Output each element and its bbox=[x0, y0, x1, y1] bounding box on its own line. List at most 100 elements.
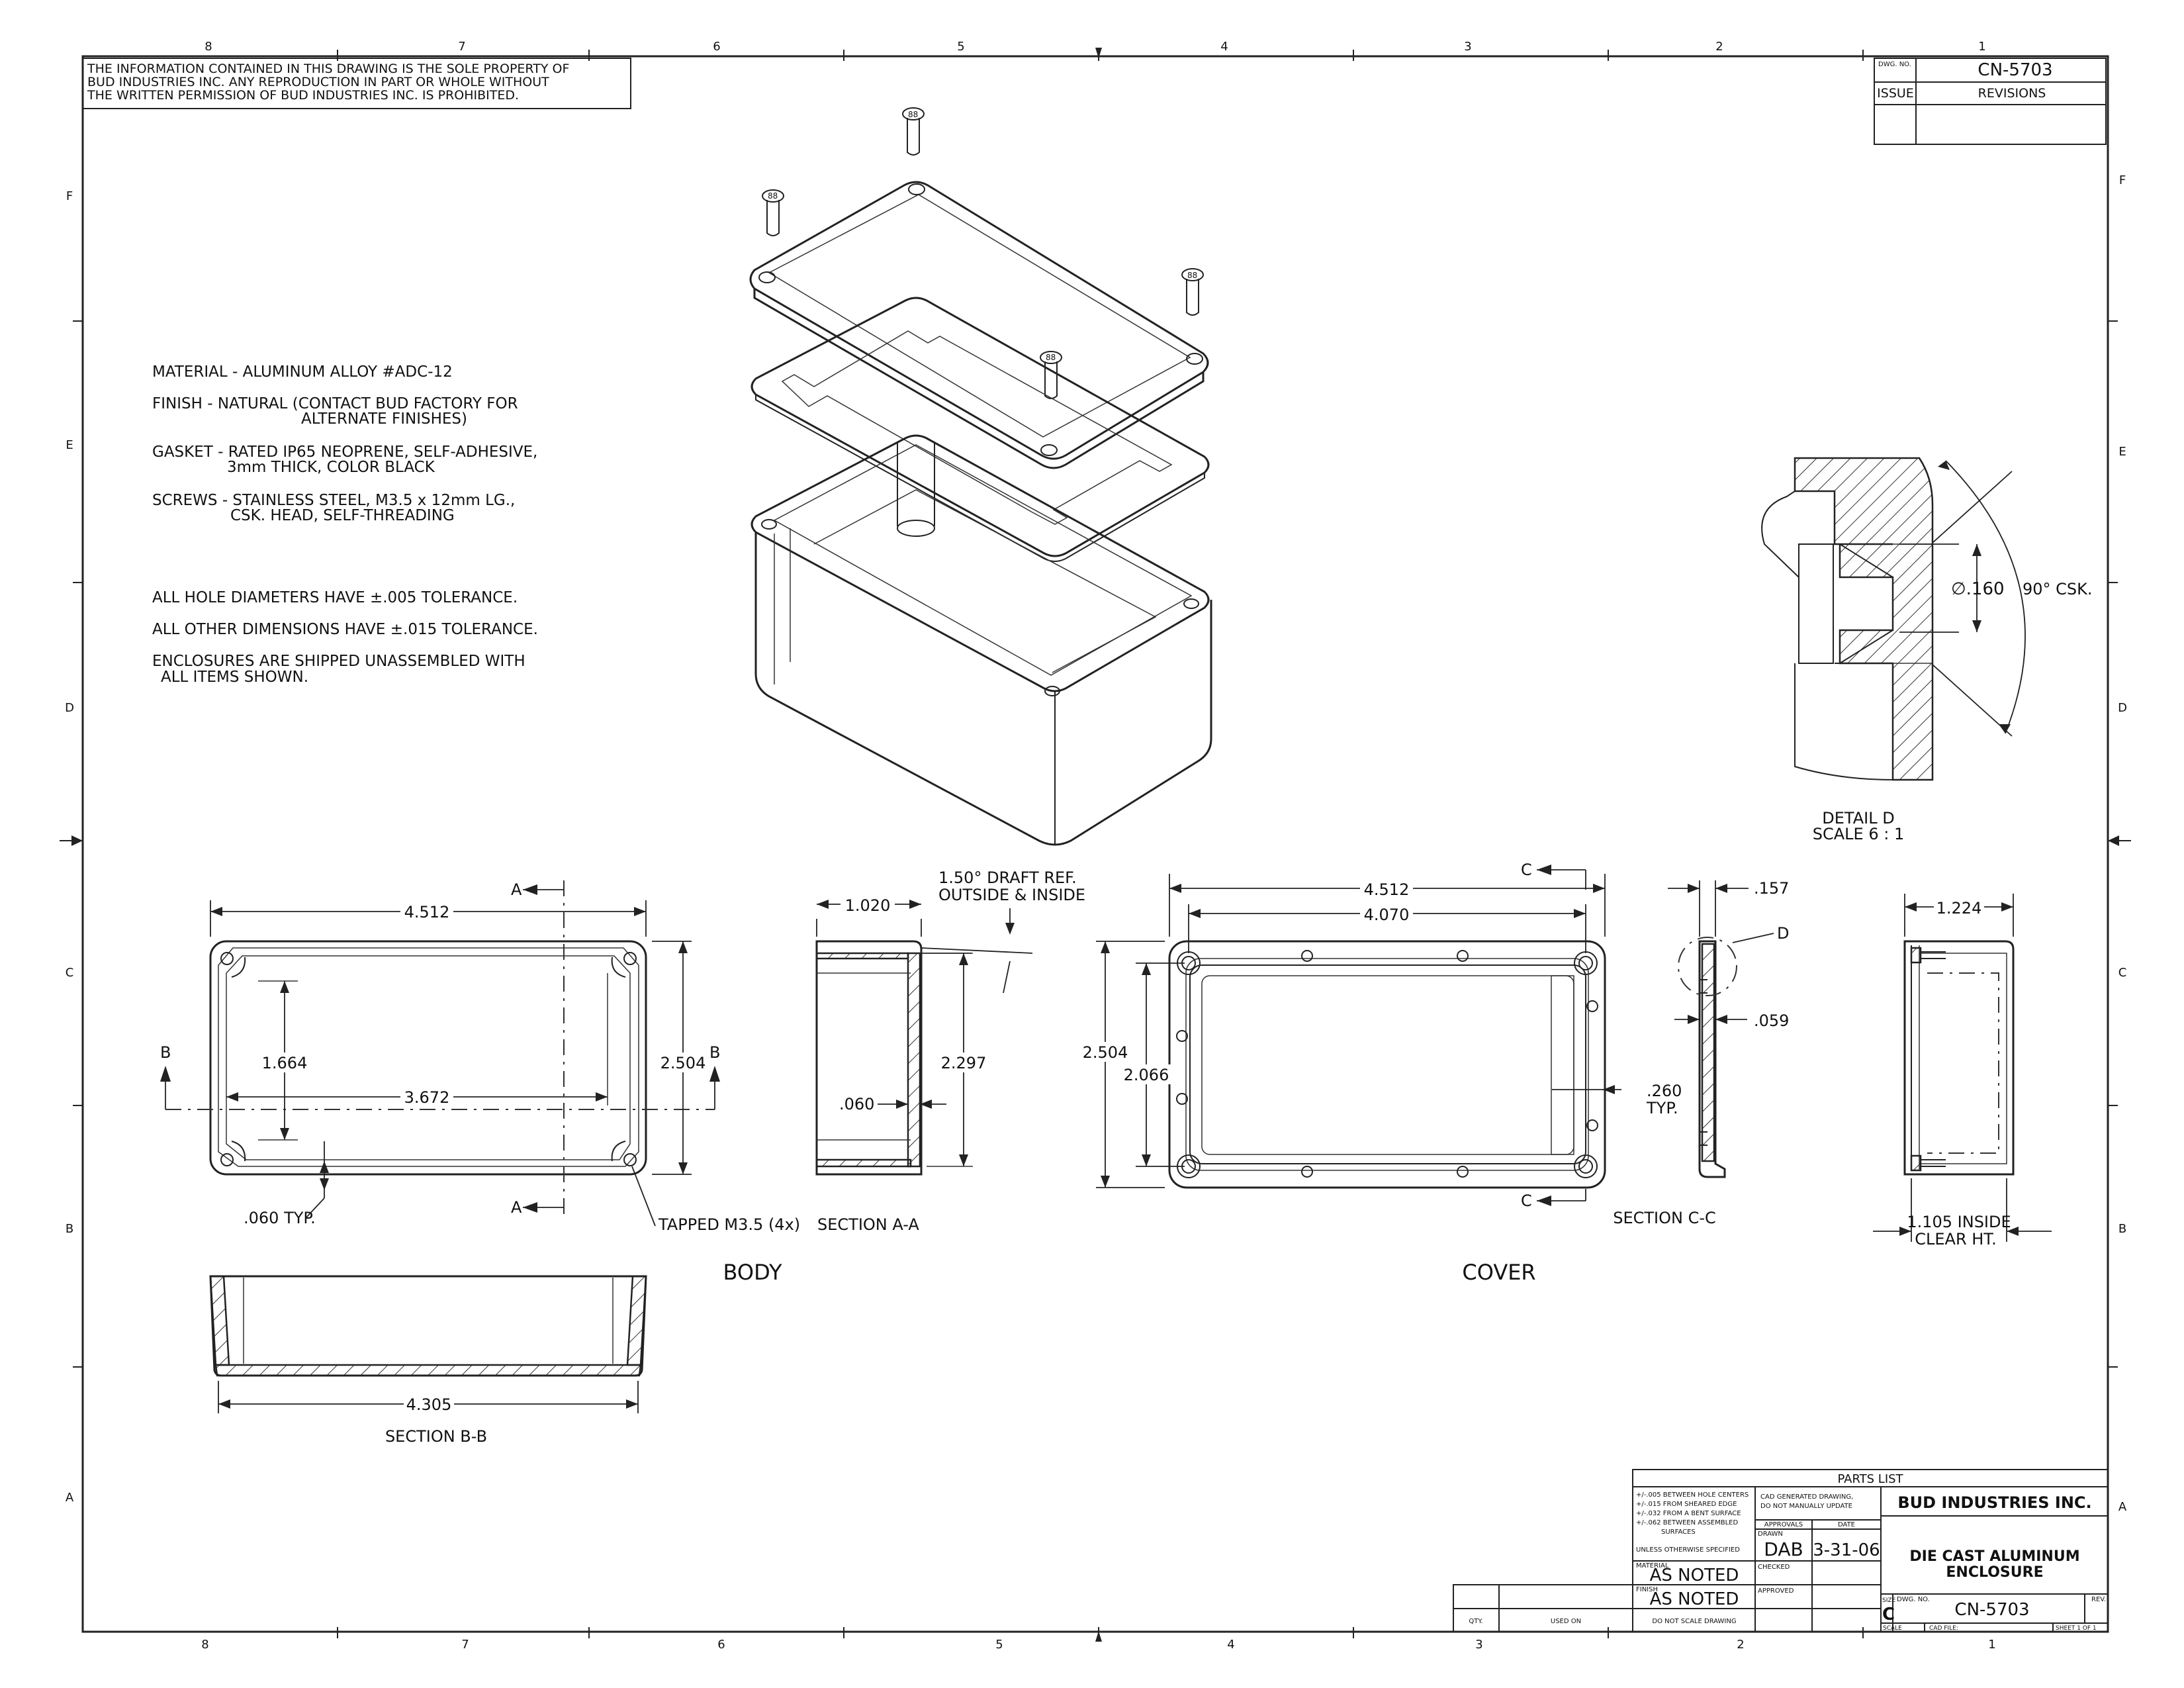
svg-text:F: F bbox=[2119, 173, 2126, 187]
svg-text:8: 8 bbox=[201, 1638, 208, 1652]
svg-text:1: 1 bbox=[1978, 40, 1985, 54]
svg-text:PARTS LIST: PARTS LIST bbox=[1837, 1472, 1903, 1486]
svg-text:DRAWN: DRAWN bbox=[1758, 1530, 1783, 1538]
screw: 88 bbox=[762, 189, 784, 236]
svg-text:3-31-06: 3-31-06 bbox=[1813, 1540, 1880, 1560]
svg-text:SIZE: SIZE bbox=[1882, 1597, 1896, 1604]
svg-text:2: 2 bbox=[1737, 1638, 1744, 1652]
svg-text:88: 88 bbox=[1046, 353, 1056, 362]
svg-text:CLEAR HT.: CLEAR HT. bbox=[1915, 1230, 1997, 1248]
revision-dwg-number: CN-5703 bbox=[1978, 60, 2052, 80]
svg-text:QTY.: QTY. bbox=[1469, 1618, 1482, 1625]
svg-text:∅.160: ∅.160 bbox=[1951, 579, 2005, 599]
svg-text:1.224: 1.224 bbox=[1936, 899, 1982, 917]
svg-text:MATERIAL: MATERIAL bbox=[1636, 1562, 1669, 1570]
svg-text:B: B bbox=[160, 1043, 171, 1062]
cover-plan-view: 4.512 4.070 2.504 2.066 .260 TYP. C C CO… bbox=[1083, 861, 1682, 1285]
svg-text:DWG. NO.: DWG. NO. bbox=[1897, 1596, 1930, 1603]
svg-text:2.297: 2.297 bbox=[941, 1054, 987, 1072]
svg-text:B: B bbox=[2118, 1222, 2126, 1236]
svg-text:SHEET 1 OF 1: SHEET 1 OF 1 bbox=[2056, 1625, 2097, 1632]
svg-text:2.504: 2.504 bbox=[660, 1054, 706, 1072]
svg-text:4.305: 4.305 bbox=[406, 1395, 452, 1414]
svg-text:+/-.062 BETWEEN ASSEMBLED: +/-.062 BETWEEN ASSEMBLED bbox=[1636, 1519, 1739, 1526]
svg-text:1.020: 1.020 bbox=[845, 896, 891, 915]
svg-text:TYP.: TYP. bbox=[1646, 1099, 1678, 1117]
svg-text:5: 5 bbox=[957, 40, 964, 54]
svg-text:A: A bbox=[66, 1491, 74, 1505]
svg-text:A: A bbox=[511, 880, 522, 899]
sheet-border bbox=[81, 55, 2109, 1633]
svg-text:SCALE 6 : 1: SCALE 6 : 1 bbox=[1813, 825, 1904, 843]
section-b-b-view: 4.305 SECTION B-B bbox=[209, 1275, 647, 1446]
svg-text:88: 88 bbox=[768, 191, 778, 201]
svg-text:4: 4 bbox=[1227, 1638, 1234, 1652]
screw: 88 bbox=[1040, 351, 1062, 399]
svg-text:C: C bbox=[1521, 1192, 1532, 1210]
svg-text:88: 88 bbox=[908, 110, 918, 119]
svg-text:CHECKED: CHECKED bbox=[1758, 1564, 1790, 1571]
screw: 88 bbox=[902, 107, 925, 156]
svg-text:CAD GENERATED DRAWING,: CAD GENERATED DRAWING, bbox=[1760, 1493, 1853, 1501]
svg-text:.157: .157 bbox=[1754, 879, 1789, 898]
svg-text:2: 2 bbox=[1715, 40, 1723, 54]
svg-text:1: 1 bbox=[1988, 1638, 1995, 1652]
svg-text:FINISH - NATURAL (CONTACT BUD: FINISH - NATURAL (CONTACT BUD FACTORY FO… bbox=[152, 395, 518, 412]
svg-text:3: 3 bbox=[1464, 40, 1471, 54]
svg-text:AS NOTED: AS NOTED bbox=[1650, 1566, 1739, 1585]
svg-text:ALL OTHER DIMENSIONS HAVE ±.01: ALL OTHER DIMENSIONS HAVE ±.015 TOLERANC… bbox=[152, 621, 538, 638]
svg-text:SECTION C-C: SECTION C-C bbox=[1613, 1209, 1716, 1227]
general-notes: MATERIAL - ALUMINUM ALLOY #ADC-12 FINISH… bbox=[152, 363, 538, 686]
svg-text:8: 8 bbox=[205, 40, 212, 54]
svg-text:GASKET - RATED IP65 NEOPRENE,: GASKET - RATED IP65 NEOPRENE, SELF-ADHES… bbox=[152, 444, 537, 461]
svg-text:C: C bbox=[1521, 861, 1532, 879]
svg-text:7: 7 bbox=[458, 40, 465, 54]
svg-text:DETAIL D: DETAIL D bbox=[1822, 809, 1894, 827]
isometric-exploded-view: 88 88 88 88 bbox=[749, 107, 1212, 846]
svg-text:+/-.015 FROM SHEARED EDGE: +/-.015 FROM SHEARED EDGE bbox=[1636, 1501, 1737, 1508]
svg-text:A: A bbox=[2118, 1500, 2127, 1514]
detail-d-view: ∅.160 90° CSK. DETAIL D SCALE 6 : 1 bbox=[1761, 457, 2093, 843]
svg-text:90° CSK.: 90° CSK. bbox=[2023, 580, 2093, 598]
svg-text:ENCLOSURE: ENCLOSURE bbox=[1946, 1564, 2043, 1581]
svg-text:AS NOTED: AS NOTED bbox=[1650, 1589, 1739, 1609]
svg-text:.260: .260 bbox=[1647, 1082, 1682, 1100]
svg-text:REVISIONS: REVISIONS bbox=[1978, 86, 2046, 101]
svg-text:4.070: 4.070 bbox=[1364, 906, 1410, 924]
svg-text:88: 88 bbox=[1187, 271, 1197, 280]
svg-text:.060 TYP.: .060 TYP. bbox=[244, 1209, 316, 1227]
svg-text:SURFACES: SURFACES bbox=[1661, 1528, 1696, 1536]
svg-text:ISSUE: ISSUE bbox=[1877, 86, 1914, 101]
revision-block: DWG. NO. CN-5703 ISSUE REVISIONS bbox=[1874, 58, 2107, 145]
svg-text:B: B bbox=[66, 1222, 73, 1236]
svg-text:1.664: 1.664 bbox=[262, 1054, 308, 1072]
svg-text:7: 7 bbox=[461, 1638, 469, 1652]
svg-text:.060: .060 bbox=[839, 1095, 874, 1113]
svg-text:OUTSIDE & INSIDE: OUTSIDE & INSIDE bbox=[938, 886, 1085, 904]
company-name: BUD INDUSTRIES INC. bbox=[1897, 1493, 2091, 1512]
svg-text:4: 4 bbox=[1220, 40, 1228, 54]
svg-text:C: C bbox=[1882, 1605, 1895, 1624]
svg-text:THE INFORMATION CONTAINED IN T: THE INFORMATION CONTAINED IN THIS DRAWIN… bbox=[87, 62, 569, 76]
svg-text:DIE CAST ALUMINUM: DIE CAST ALUMINUM bbox=[1909, 1548, 2079, 1565]
svg-text:6: 6 bbox=[713, 40, 720, 54]
section-a-a-view: 1.020 1.50° DRAFT REF. OUTSIDE & INSIDE … bbox=[815, 868, 1085, 1234]
svg-text:DO NOT SCALE DRAWING: DO NOT SCALE DRAWING bbox=[1652, 1618, 1736, 1625]
svg-text:D: D bbox=[65, 701, 74, 715]
svg-text:5: 5 bbox=[995, 1638, 1003, 1652]
body-label: BODY bbox=[723, 1260, 782, 1285]
side-view: 1.224 1.105 INSIDE CLEAR HT. bbox=[1873, 894, 2052, 1248]
svg-text:REV.: REV. bbox=[2091, 1596, 2106, 1603]
svg-text:ALTERNATE FINISHES): ALTERNATE FINISHES) bbox=[301, 410, 467, 428]
svg-text:D: D bbox=[1777, 924, 1789, 943]
svg-text:.059: .059 bbox=[1754, 1011, 1789, 1030]
title-dwg-number: CN-5703 bbox=[1954, 1600, 2029, 1620]
svg-text:APPROVALS: APPROVALS bbox=[1764, 1521, 1803, 1528]
zone-ticks bbox=[60, 48, 2131, 1642]
svg-text:APPROVED: APPROVED bbox=[1758, 1587, 1794, 1595]
svg-text:SCREWS - STAINLESS STEEL, M3.5: SCREWS - STAINLESS STEEL, M3.5 x 12mm LG… bbox=[152, 492, 515, 509]
svg-text:1.105 INSIDE: 1.105 INSIDE bbox=[1907, 1213, 2011, 1231]
svg-text:CSK. HEAD, SELF-THREADING: CSK. HEAD, SELF-THREADING bbox=[230, 507, 455, 524]
property-notice: THE INFORMATION CONTAINED IN THIS DRAWIN… bbox=[82, 58, 631, 109]
svg-text:D: D bbox=[2118, 701, 2127, 715]
